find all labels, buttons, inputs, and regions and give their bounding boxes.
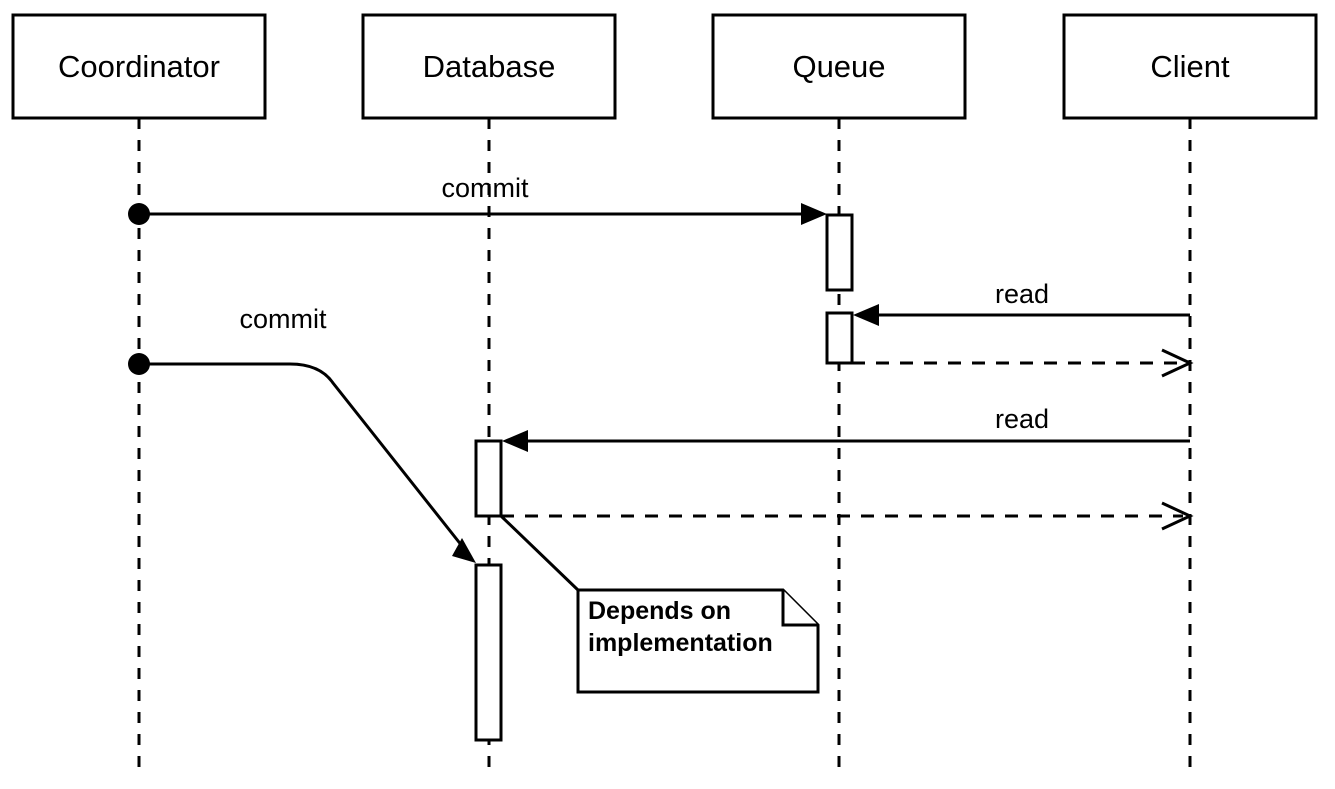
message-read-database[interactable]: read	[502, 404, 1190, 452]
message-origin-dot-commit-queue	[128, 203, 150, 225]
message-label-read-database: read	[995, 404, 1049, 434]
message-label-commit-database: commit	[240, 304, 327, 334]
message-label-read-queue: read	[995, 279, 1049, 309]
message-line-commit-database	[139, 362, 468, 552]
activation-bar-queue-2[interactable]	[825, 311, 854, 365]
note-fold-corner-icon	[781, 590, 818, 627]
message-return-database[interactable]	[501, 501, 1194, 531]
message-origin-dot-commit-database	[128, 353, 150, 375]
arrowhead-open-return-queue	[1161, 348, 1194, 378]
arrowhead-filled-read-database	[502, 430, 528, 452]
participant-label-client: Client	[1150, 49, 1230, 84]
message-label-commit-queue: commit	[442, 173, 529, 203]
message-return-queue[interactable]	[852, 348, 1194, 378]
participant-client[interactable]: Client	[1062, 13, 1318, 120]
message-commit-database[interactable]: commit	[128, 304, 476, 563]
activation-bar-database-1[interactable]	[474, 439, 503, 518]
note-depends-on-implementation[interactable]: Depends on implementation	[499, 514, 820, 694]
participant-box-database[interactable]	[361, 13, 617, 120]
participant-label-coordinator: Coordinator	[58, 49, 220, 84]
arrowhead-filled-commit-queue	[801, 203, 827, 225]
note-body[interactable]	[576, 588, 820, 694]
participant-box-client[interactable]	[1062, 13, 1318, 120]
participant-database[interactable]: Database	[361, 13, 617, 120]
activation-bar-queue-1[interactable]	[825, 213, 854, 292]
participant-queue[interactable]: Queue	[711, 13, 967, 120]
participant-coordinator[interactable]: Coordinator	[11, 13, 267, 120]
note-connector-line	[499, 514, 581, 593]
arrowhead-open-return-database	[1161, 501, 1194, 531]
activation-bar-database-2[interactable]	[474, 563, 503, 742]
participant-box-coordinator[interactable]	[11, 13, 267, 120]
message-read-queue[interactable]: read	[853, 279, 1190, 326]
participant-label-queue: Queue	[792, 49, 885, 84]
note-text-line-1: Depends on	[588, 597, 731, 625]
note-text-line-2: implementation	[588, 629, 773, 657]
participant-box-queue[interactable]	[711, 13, 967, 120]
arrowhead-filled-commit-database	[452, 538, 476, 563]
arrowhead-filled-read-queue	[853, 304, 879, 326]
participant-label-database: Database	[423, 49, 556, 84]
message-commit-queue[interactable]: commit	[128, 173, 827, 225]
